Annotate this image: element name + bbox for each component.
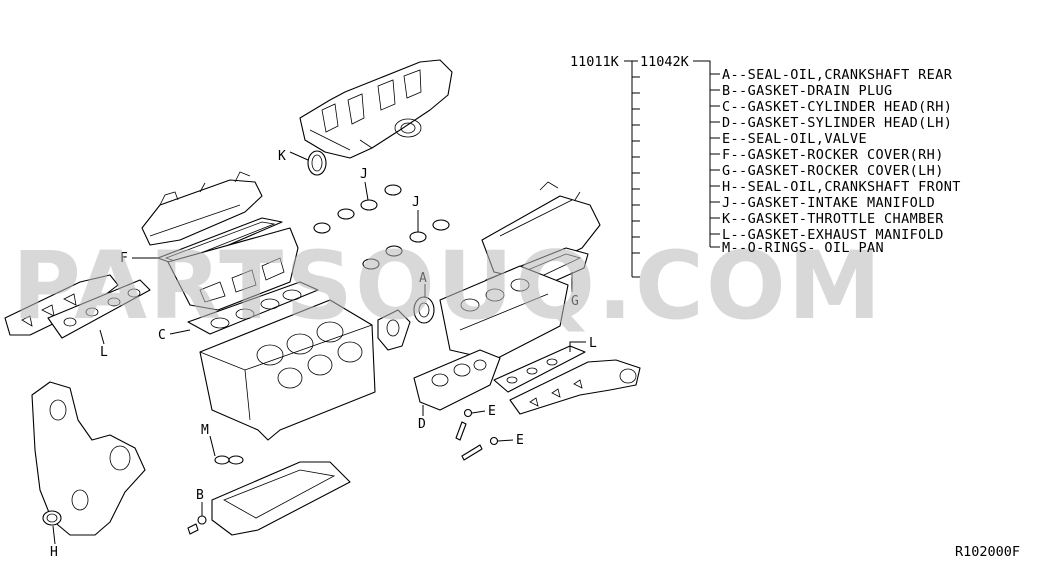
tree-ticks-sub (710, 73, 720, 248)
o-rings-oil-pan-illustration (214, 455, 244, 465)
rocker-cover-rh-illustration (141, 171, 263, 246)
gasket-cylinder-head-lh-illustration (413, 349, 501, 411)
callout-k: K (278, 149, 286, 164)
callout-l-left: L (100, 345, 108, 360)
gasket-exhaust-manifold-right-illustration (493, 345, 586, 393)
cylinder-head-rh-illustration (167, 227, 299, 311)
legend-item-f: F--GASKET-ROCKER COVER(RH) (722, 147, 944, 163)
cylinder-head-lh-illustration (439, 265, 569, 361)
callout-m: M (201, 423, 209, 438)
legend-item-a: A--SEAL-OIL,CRANKSHAFT REAR (722, 67, 953, 83)
front-cover-illustration (31, 381, 146, 536)
callout-leaders (52, 151, 586, 545)
intake-manifold-illustration (299, 59, 453, 159)
gasket-exhaust-manifold-left-illustration (47, 279, 151, 339)
gasket-throttle-chamber-illustration (307, 150, 327, 176)
callout-e-upper: E (488, 404, 496, 419)
cylinder-block-illustration (199, 299, 376, 441)
callout-e-lower: E (516, 433, 524, 448)
legend: A--SEAL-OIL,CRANKSHAFT REAR B--GASKET-DR… (722, 67, 961, 256)
callout-labels: K J J F A G C L L D E E M B H (50, 149, 597, 560)
callout-l-right: L (589, 336, 597, 351)
callout-g: G (571, 294, 579, 309)
legend-item-k: K--GASKET-THROTTLE CHAMBER (722, 211, 944, 227)
callout-b: B (196, 488, 204, 503)
seal-oil-crankshaft-rear-illustration (377, 296, 435, 351)
oil-pan-illustration (211, 461, 351, 536)
part-number-main: 11011K (570, 54, 620, 70)
figure-code: R102000F (955, 544, 1020, 560)
legend-item-c: C--GASKET-CYLINDER HEAD(RH) (722, 99, 952, 115)
gasket-drain-plug-illustration (187, 515, 207, 535)
legend-item-e: E--SEAL-OIL,VALVE (722, 131, 867, 147)
legend-item-d: D--GASKET-SYLINDER HEAD(LH) (722, 115, 952, 131)
legend-item-b: B--GASKET-DRAIN PLUG (722, 83, 893, 99)
callout-c: C (158, 328, 166, 343)
legend-item-j: J--GASKET-INTAKE MANIFOLD (722, 195, 935, 211)
exhaust-manifold-lh-illustration (509, 359, 641, 415)
gasket-cylinder-head-rh-illustration (187, 281, 319, 335)
watermark: PARTSOUQ.COM (12, 232, 883, 341)
legend-item-m: M--O-RINGS- OIL PAN (722, 240, 884, 256)
callout-j-upper: J (360, 167, 368, 182)
callout-j-lower: J (412, 195, 420, 210)
seal-oil-crankshaft-front-illustration (42, 510, 62, 526)
legend-item-h: H--SEAL-OIL,CRANKSHAFT FRONT (722, 179, 961, 195)
part-number-tree: 11011K 11042K (570, 54, 720, 278)
tree-ticks-main (632, 76, 640, 278)
rocker-cover-lh-illustration (481, 181, 601, 279)
callout-d: D (418, 417, 426, 432)
callout-h: H (50, 545, 58, 560)
legend-item-g: G--GASKET-ROCKER COVER(LH) (722, 163, 944, 179)
callout-a: A (419, 271, 427, 286)
legend-item-l: L--GASKET-EXHAUST MANIFOLD (722, 227, 944, 243)
callout-f: F (120, 251, 128, 266)
gasket-intake-manifold-illustration (313, 184, 450, 270)
part-number-sub: 11042K (640, 54, 690, 70)
seal-oil-valve-illustration (455, 408, 499, 461)
